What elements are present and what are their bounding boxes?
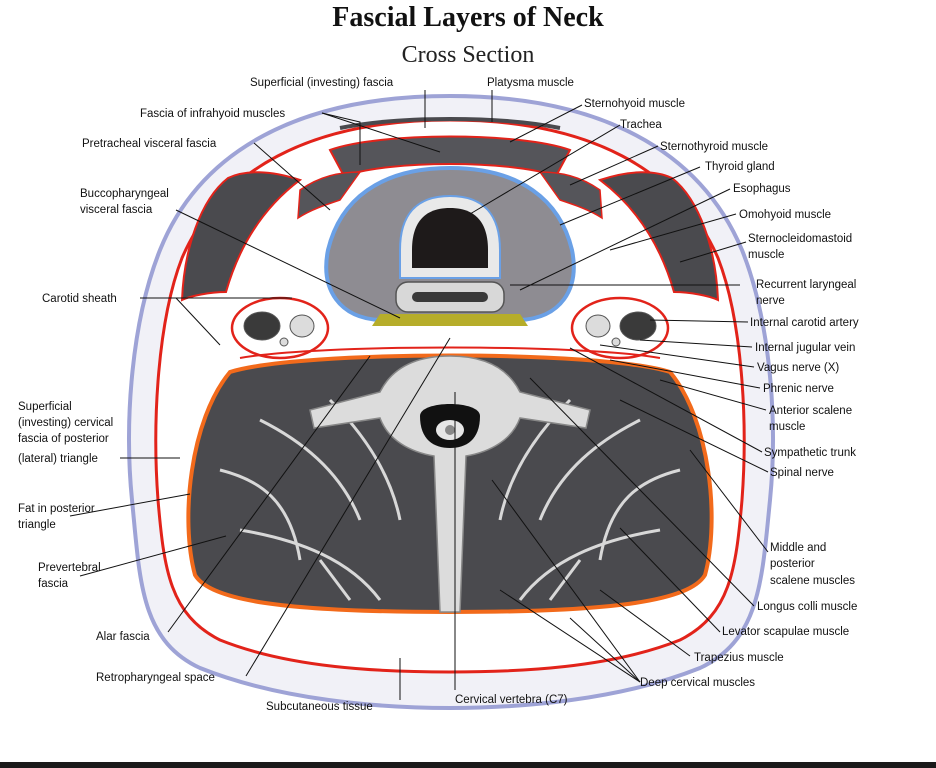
label-sternocleidomastoid-2: muscle — [748, 249, 784, 261]
label-anterior-scalene-1: Anterior scalene — [769, 405, 852, 417]
label-fascia-infrahyoid: Fascia of infrahyoid muscles — [140, 108, 285, 120]
label-sympathetic-trunk: Sympathetic trunk — [764, 447, 856, 459]
label-trachea: Trachea — [620, 119, 662, 131]
label-thyroid-gland: Thyroid gland — [705, 161, 775, 173]
label-middle-posterior-scalene-2: posterior — [770, 558, 815, 570]
platysma-muscle — [339, 117, 561, 130]
buccopharyngeal-fascia — [372, 314, 528, 326]
alar-fascia — [239, 346, 661, 359]
label-spinal-nerve: Spinal nerve — [770, 467, 834, 479]
deep-muscle-lines — [219, 398, 681, 601]
label-buccopharyngeal-2: visceral fascia — [80, 204, 153, 216]
label-internal-carotid-artery: Internal carotid artery — [750, 317, 859, 329]
label-vagus-nerve: Vagus nerve (X) — [757, 362, 839, 374]
label-superficial-investing-fascia: Superficial (investing) fascia — [250, 77, 394, 89]
label-levator-scapulae: Levator scapulae muscle — [722, 626, 849, 638]
label-superficial-cervical-1: Superficial — [18, 401, 72, 413]
diagram-subtitle: Cross Section — [401, 42, 535, 68]
esophagus-lumen — [412, 292, 488, 302]
cervical-vertebra — [309, 355, 591, 613]
carotid-sheath-right — [570, 296, 670, 360]
label-middle-posterior-scalene-3: scalene muscles — [770, 575, 855, 587]
label-carotid-sheath: Carotid sheath — [42, 293, 117, 305]
sternothyroid-left — [297, 171, 362, 220]
sternocleidomastoid-left — [180, 171, 303, 302]
label-recurrent-laryngeal-1: Recurrent laryngeal — [756, 279, 856, 291]
label-alar-fascia: Alar fascia — [96, 631, 150, 643]
label-anterior-scalene-2: muscle — [769, 421, 805, 433]
label-internal-jugular-vein: Internal jugular vein — [755, 342, 855, 354]
label-deep-cervical: Deep cervical muscles — [640, 677, 755, 689]
diagram-title: Fascial Layers of Neck — [332, 2, 604, 33]
label-esophagus: Esophagus — [733, 183, 791, 195]
label-pretracheal-visceral-fascia: Pretracheal visceral fascia — [82, 138, 217, 150]
label-sternothyroid-muscle: Sternothyroid muscle — [660, 141, 768, 153]
label-fat-posterior-1: Fat in posterior — [18, 503, 95, 515]
label-sternohyoid-muscle: Sternohyoid muscle — [584, 98, 685, 110]
label-subcutaneous-tissue: Subcutaneous tissue — [266, 701, 373, 713]
leader-lines — [69, 90, 769, 700]
label-phrenic-nerve: Phrenic nerve — [763, 383, 834, 395]
strap-muscles — [328, 135, 572, 178]
label-superficial-cervical-3: fascia of posterior — [18, 433, 109, 445]
label-prevertebral-1: Prevertebral — [38, 562, 101, 574]
label-retropharyngeal-space: Retropharyngeal space — [96, 672, 215, 684]
label-fat-posterior-2: triangle — [18, 519, 56, 531]
bottom-border — [0, 762, 936, 768]
label-sternocleidomastoid-1: Sternocleidomastoid — [748, 233, 852, 245]
label-recurrent-laryngeal-2: nerve — [756, 295, 785, 307]
label-buccopharyngeal-1: Buccopharyngeal — [80, 188, 169, 200]
label-superficial-cervical-4: (lateral) triangle — [18, 453, 98, 465]
label-prevertebral-2: fascia — [38, 578, 69, 590]
label-cervical-vertebra: Cervical vertebra (C7) — [455, 694, 568, 706]
carotid-sheath-left — [230, 296, 330, 360]
label-platysma-muscle: Platysma muscle — [487, 77, 574, 89]
trachea-lumen — [412, 208, 488, 268]
label-omohyoid-muscle: Omohyoid muscle — [739, 209, 831, 221]
label-trapezius: Trapezius muscle — [694, 652, 784, 664]
label-middle-posterior-scalene-1: Middle and — [770, 542, 826, 554]
label-longus-colli: Longus colli muscle — [757, 601, 857, 613]
label-superficial-cervical-2: (investing) cervical — [18, 417, 113, 429]
